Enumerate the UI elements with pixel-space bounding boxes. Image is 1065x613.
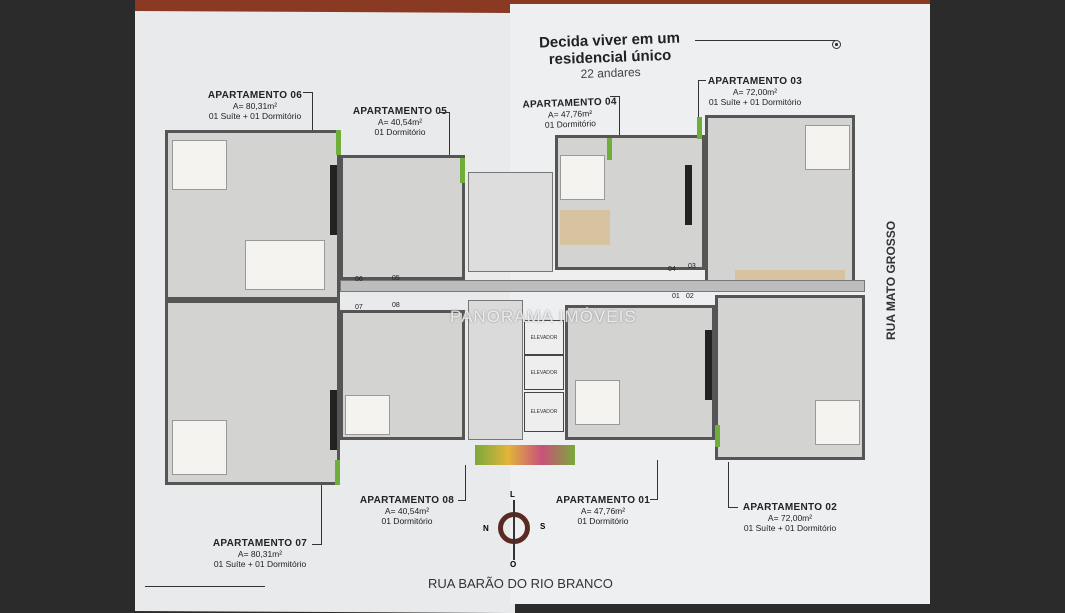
bedroom xyxy=(560,155,605,200)
bedroom xyxy=(805,125,850,170)
decorative-line xyxy=(695,40,835,41)
leader-line xyxy=(610,96,620,136)
unit-number-04: 04 xyxy=(668,266,676,273)
bedroom xyxy=(172,420,227,475)
elevator-3: ELEVADOR xyxy=(524,392,564,432)
compass-needle xyxy=(513,500,515,560)
bedroom xyxy=(172,140,227,190)
leader-line xyxy=(698,80,706,118)
planter xyxy=(336,130,341,155)
planter xyxy=(335,460,340,485)
leader-line xyxy=(728,462,738,508)
bedroom xyxy=(575,380,620,425)
compass-o: O xyxy=(510,560,517,569)
leader-line xyxy=(312,485,322,545)
leader-line xyxy=(458,465,466,501)
kitchen-counter xyxy=(705,330,712,400)
planter xyxy=(460,158,465,183)
garden-strip xyxy=(475,445,575,465)
watermark: PANORAMA IMÓVEIS xyxy=(450,307,637,326)
planter xyxy=(697,117,702,139)
elevator-2: ELEVADOR xyxy=(524,355,564,390)
compass-n: N xyxy=(483,524,489,533)
compass-l: L xyxy=(510,490,515,499)
living-room xyxy=(245,240,325,290)
bedroom xyxy=(815,400,860,445)
divider-line xyxy=(145,586,265,587)
unit-number-02: 02 xyxy=(686,293,694,300)
street-right: RUA MATO GROSSO xyxy=(884,220,898,340)
compass-s: S xyxy=(540,522,546,531)
kitchen-counter xyxy=(330,165,337,235)
unit-number-08: 08 xyxy=(392,302,400,309)
leader-line xyxy=(303,92,313,132)
unit-number-05: 05 xyxy=(392,275,400,282)
floor-wood xyxy=(735,270,845,282)
planter xyxy=(715,425,720,447)
stairwell xyxy=(468,172,553,272)
kitchen-counter xyxy=(330,390,337,450)
floor-wood xyxy=(560,210,610,245)
unit-number-03: 03 xyxy=(688,263,696,270)
elevator-shaft xyxy=(468,300,523,440)
target-dot-icon xyxy=(832,40,841,49)
street-bottom: RUA BARÃO DO RIO BRANCO xyxy=(428,576,613,591)
headline: Decida viver em um residencial único 22 … xyxy=(524,29,696,83)
bedroom xyxy=(345,395,390,435)
planter xyxy=(607,138,612,160)
floorplan-apt-04 xyxy=(555,135,705,270)
hallway xyxy=(340,280,865,292)
elevator-1: ELEVADOR xyxy=(524,320,564,355)
unit-number-06: 06 xyxy=(355,276,363,283)
leader-line xyxy=(650,460,658,500)
unit-number-01: 01 xyxy=(672,293,680,300)
leader-line xyxy=(440,112,450,157)
floorplan-apt-05 xyxy=(340,155,465,280)
kitchen-counter xyxy=(685,165,692,225)
unit-number-07: 07 xyxy=(355,304,363,311)
